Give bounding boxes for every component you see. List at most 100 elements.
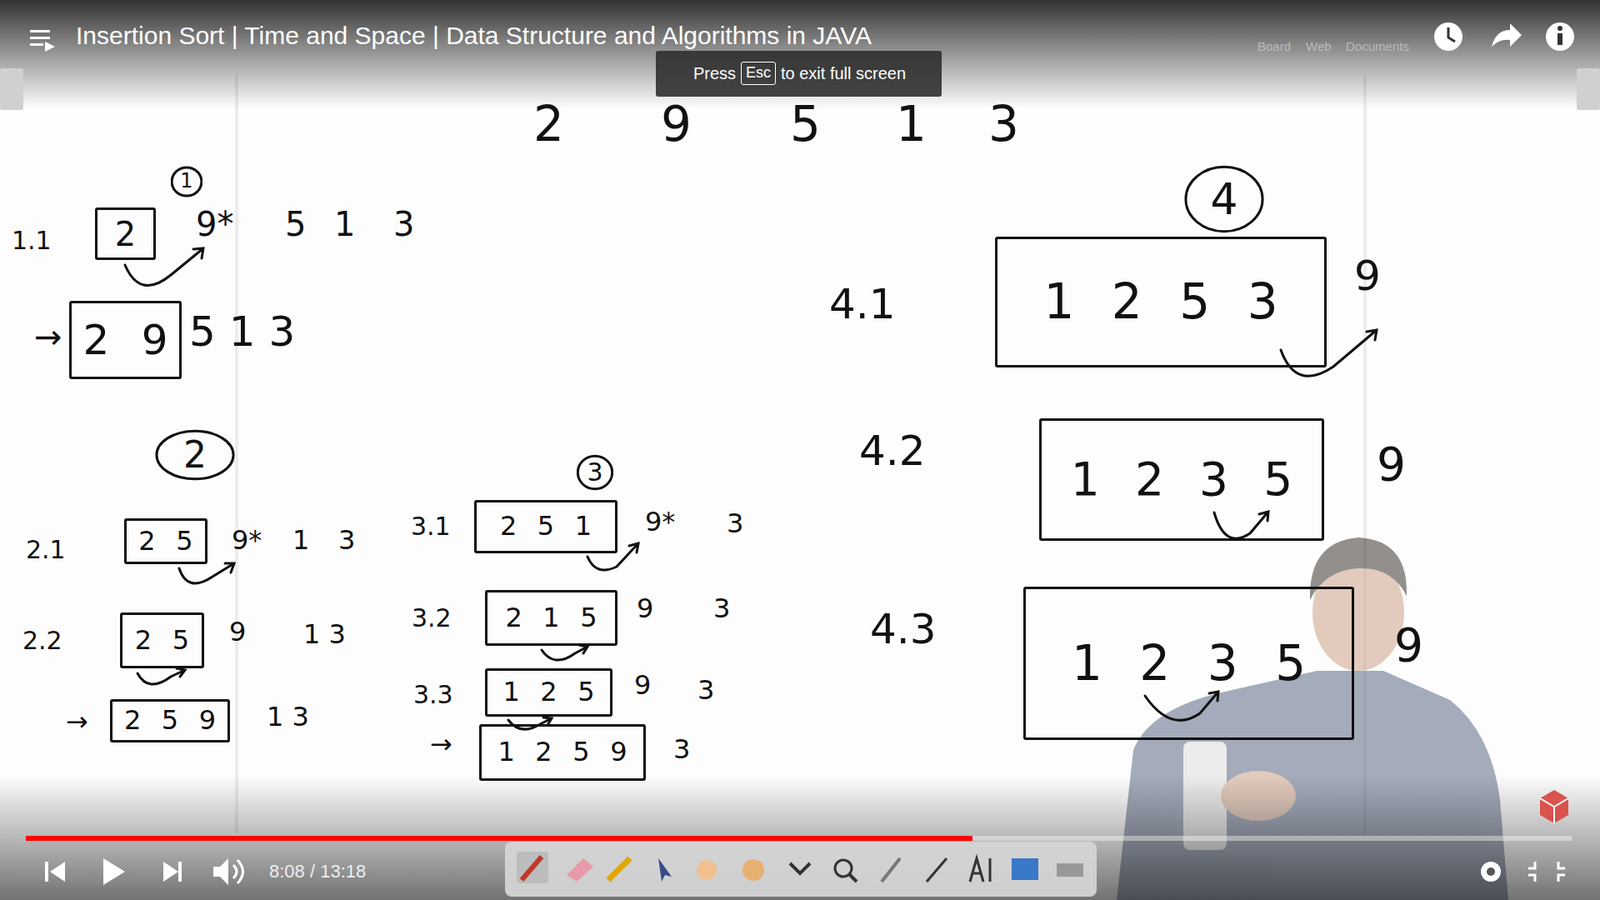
top-right-icons: [1434, 22, 1575, 51]
array-values: 1 2 3 5: [1070, 455, 1294, 505]
pending-value: 5: [285, 205, 306, 243]
channel-logo: [1540, 790, 1569, 824]
node-text-stack: 4: [1210, 176, 1238, 223]
notice-text: to exit full screen: [780, 64, 906, 83]
array-values: 1 2 5 9: [497, 738, 627, 767]
pending-value: 1 3: [303, 620, 346, 650]
array-box: 1 2 5 3: [995, 236, 1327, 368]
node-text-stack: 2 9: [82, 318, 168, 363]
circle-outline: [1185, 166, 1263, 231]
node-text-stack: 2 5 9: [124, 706, 216, 735]
step-label: 2.1: [25, 535, 66, 564]
array-box: 1 2 5 9: [479, 724, 646, 781]
array-box: 2 5 1: [474, 500, 618, 554]
step-number: 1: [180, 170, 193, 192]
title-bar: [0, 0, 1600, 109]
pending-value: 1: [292, 525, 310, 555]
step-label: 2.2: [22, 626, 63, 655]
pending-value: 9*: [195, 205, 234, 243]
array-box: 1 2 5: [485, 668, 613, 717]
pending-value: 1 3: [266, 702, 310, 732]
progress-track: [25, 835, 1572, 841]
step-label: 1.1: [11, 226, 52, 255]
step-circle: 1: [170, 165, 203, 198]
sorted-value: 9: [1376, 439, 1406, 490]
node-text-stack: 3: [586, 459, 603, 486]
video-title: Insertion Sort | Time and Space | Data S…: [75, 21, 872, 50]
node-text-stack: 2: [183, 435, 207, 475]
step-label: 4.1: [829, 281, 896, 328]
key-cap: Esc: [740, 61, 776, 85]
array-values: 1 2 5 3: [1043, 276, 1278, 328]
node-text-stack: 1: [180, 170, 193, 192]
array-values: 2 5 1: [500, 512, 592, 541]
pending-value: 9: [229, 617, 246, 647]
progress-played: [25, 835, 973, 841]
pending-value: 3: [697, 675, 715, 705]
video-time: 8:08 / 13:18: [269, 861, 366, 882]
input-value: 9: [660, 98, 692, 152]
input-value: 1: [895, 98, 927, 152]
node-text-stack: 2 5: [138, 527, 193, 556]
node-text-stack: 1 2 5: [502, 678, 595, 707]
array-values: 2 5 9: [124, 706, 216, 735]
input-value: 2: [533, 98, 565, 152]
fullscreen-notice: [655, 50, 942, 97]
array-values: 2 1 5: [505, 604, 597, 633]
step-label: 4.3: [870, 606, 937, 653]
pending-value: 3: [673, 735, 690, 765]
pending-value: 3: [338, 525, 355, 555]
array-box: 2 9: [69, 300, 182, 380]
node-text-stack: 2 5: [135, 626, 190, 655]
array-values: 2 5: [135, 626, 190, 655]
toolbar-label: Documents: [1345, 40, 1410, 55]
pending-value: 9*: [645, 507, 675, 537]
step-label: 3.2: [411, 604, 452, 632]
array-box: 1 2 3 5: [1039, 418, 1325, 541]
circle-outline: [577, 455, 612, 490]
circle-outline: [171, 167, 202, 196]
node-text-stack: 1 2 3 5: [1070, 455, 1294, 505]
result-arrow: →: [65, 707, 89, 737]
array-box: 2 5: [124, 518, 208, 565]
array-box: 2 1 5: [485, 590, 618, 646]
node-text-stack: 1 2 5 3: [1043, 276, 1278, 328]
node-text-stack: 1 2 3 5: [1071, 638, 1306, 690]
node-text-stack: 2 5 1: [500, 512, 592, 541]
side-tab: [1576, 68, 1600, 110]
toolbar-label: Web: [1305, 40, 1332, 55]
pending-value: 9: [634, 670, 651, 700]
circle-outline: [156, 430, 234, 480]
array-box: 1 2 3 5: [1023, 586, 1355, 740]
whiteboard-toolbar: [505, 841, 1097, 897]
pending-value: 1: [334, 205, 355, 243]
node-text-stack: 2: [115, 216, 136, 252]
input-value: 3: [988, 98, 1020, 152]
array-box: 2: [95, 207, 156, 260]
pending-value: 9: [636, 594, 654, 624]
array-box: 2 5: [120, 612, 205, 669]
node-text-stack: 1 2 5 9: [497, 738, 627, 767]
sorted-value: 9: [1394, 620, 1424, 671]
sorted-value: 9: [1354, 253, 1381, 300]
array-values: 1 2 3 5: [1071, 638, 1306, 690]
array-box: 2 5 9: [110, 699, 230, 743]
step-label: 3.3: [413, 680, 454, 709]
array-values: 2 9: [82, 318, 168, 363]
pending-value: 3: [393, 205, 415, 243]
array-values: 1 2 5: [502, 678, 595, 707]
input-value: 5: [790, 98, 821, 152]
board-seam: [235, 75, 239, 834]
result-arrow: →: [34, 318, 63, 355]
result-arrow: →: [430, 730, 453, 760]
pending-value: 3: [726, 509, 744, 539]
toolbar-label: Board: [1257, 40, 1291, 55]
step-number: 4: [1210, 176, 1238, 223]
step-label: 3.1: [410, 512, 451, 540]
step-label: 4.2: [859, 428, 926, 475]
swap-arrows: [125, 248, 1377, 730]
step-number: 2: [183, 435, 207, 475]
node-text-stack: 2 1 5: [505, 604, 597, 633]
step-number: 3: [586, 459, 603, 486]
array-values: 2 5: [138, 527, 193, 556]
